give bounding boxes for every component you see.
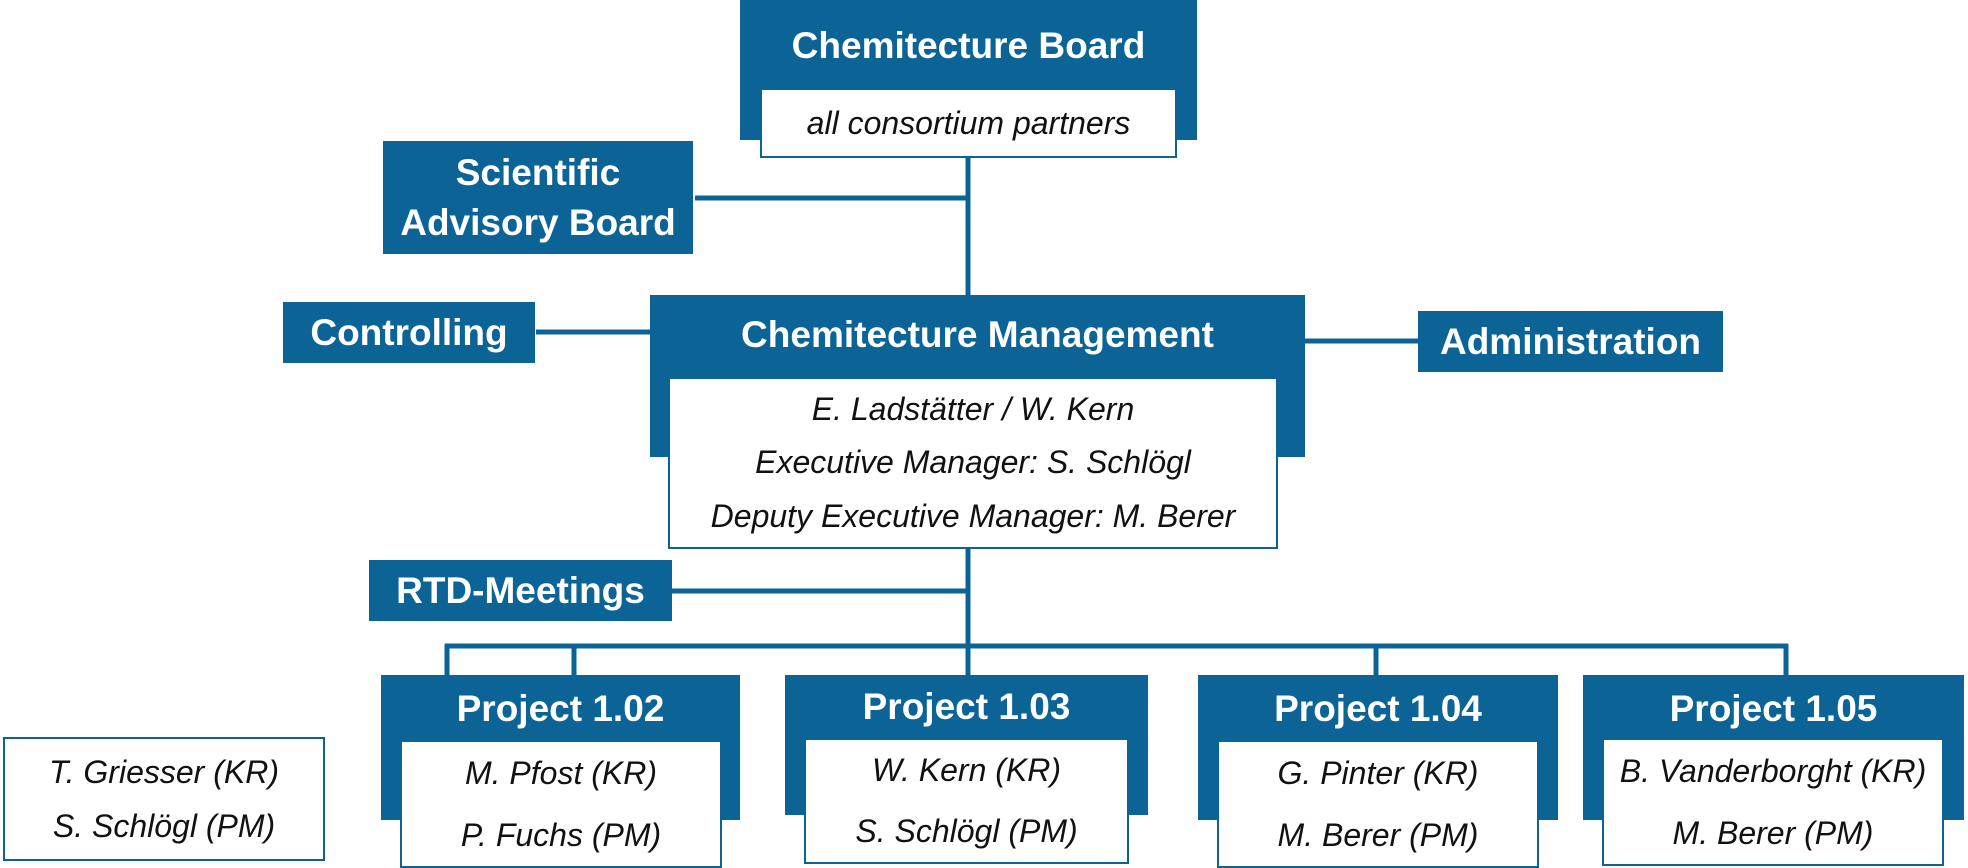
legend-kr: T. Griesser (KR): [49, 753, 279, 790]
controlling-label: Controlling: [310, 311, 508, 353]
project-title-3: Project 1.04: [1274, 688, 1482, 729]
advisory-line2: Advisory Board: [400, 201, 676, 243]
project-kr-1: M. Pfost (KR): [464, 754, 657, 791]
board-subtitle: all consortium partners: [806, 104, 1131, 141]
legend-pm: S. Schlögl (PM): [52, 807, 276, 844]
project-people-box-2: W. Kern (KR) S. Schlögl (PM): [804, 738, 1129, 864]
board-subtitle-box: all consortium partners: [760, 88, 1177, 158]
rtd-label: RTD-Meetings: [396, 569, 645, 611]
project-people-box-4: B. Vanderborght (KR) M. Berer (PM): [1602, 738, 1944, 866]
project-kr-3: G. Pinter (KR): [1277, 754, 1479, 791]
administration-box: Administration: [1418, 311, 1723, 372]
advisory-board-box: Scientific Advisory Board: [383, 141, 693, 254]
project-title-2: Project 1.03: [862, 686, 1071, 727]
rtd-meetings-box: RTD-Meetings: [369, 560, 672, 621]
project-people-box-1: M. Pfost (KR) P. Fuchs (PM): [400, 740, 722, 868]
project-people-box-3: G. Pinter (KR) M. Berer (PM): [1217, 740, 1539, 868]
project-title-1: Project 1.02: [456, 688, 665, 729]
project-title-4: Project 1.05: [1669, 688, 1878, 729]
project-pm-3: M. Berer (PM): [1277, 816, 1479, 853]
project-pm-2: S. Schlögl (PM): [855, 813, 1078, 849]
management-title: Chemitecture Management: [741, 314, 1214, 355]
project-pm-4: M. Berer (PM): [1672, 814, 1874, 851]
controlling-box: Controlling: [283, 302, 535, 363]
project-kr-4: B. Vanderborght (KR): [1619, 752, 1927, 789]
project-pm-1: P. Fuchs (PM): [460, 816, 662, 853]
project-kr-2: W. Kern (KR): [871, 752, 1062, 788]
board-title: Chemitecture Board: [791, 25, 1146, 66]
management-line-3: Deputy Executive Manager: M. Berer: [710, 497, 1236, 534]
legend-box: T. Griesser (KR) S. Schlögl (PM): [3, 737, 325, 861]
advisory-line1: Scientific: [455, 151, 621, 193]
management-details-box: E. Ladstätter / W. Kern Executive Manage…: [668, 377, 1278, 549]
management-line-1: E. Ladstätter / W. Kern: [811, 391, 1135, 428]
administration-label: Administration: [1439, 320, 1702, 362]
management-line-2: Executive Manager: S. Schlögl: [755, 444, 1191, 481]
